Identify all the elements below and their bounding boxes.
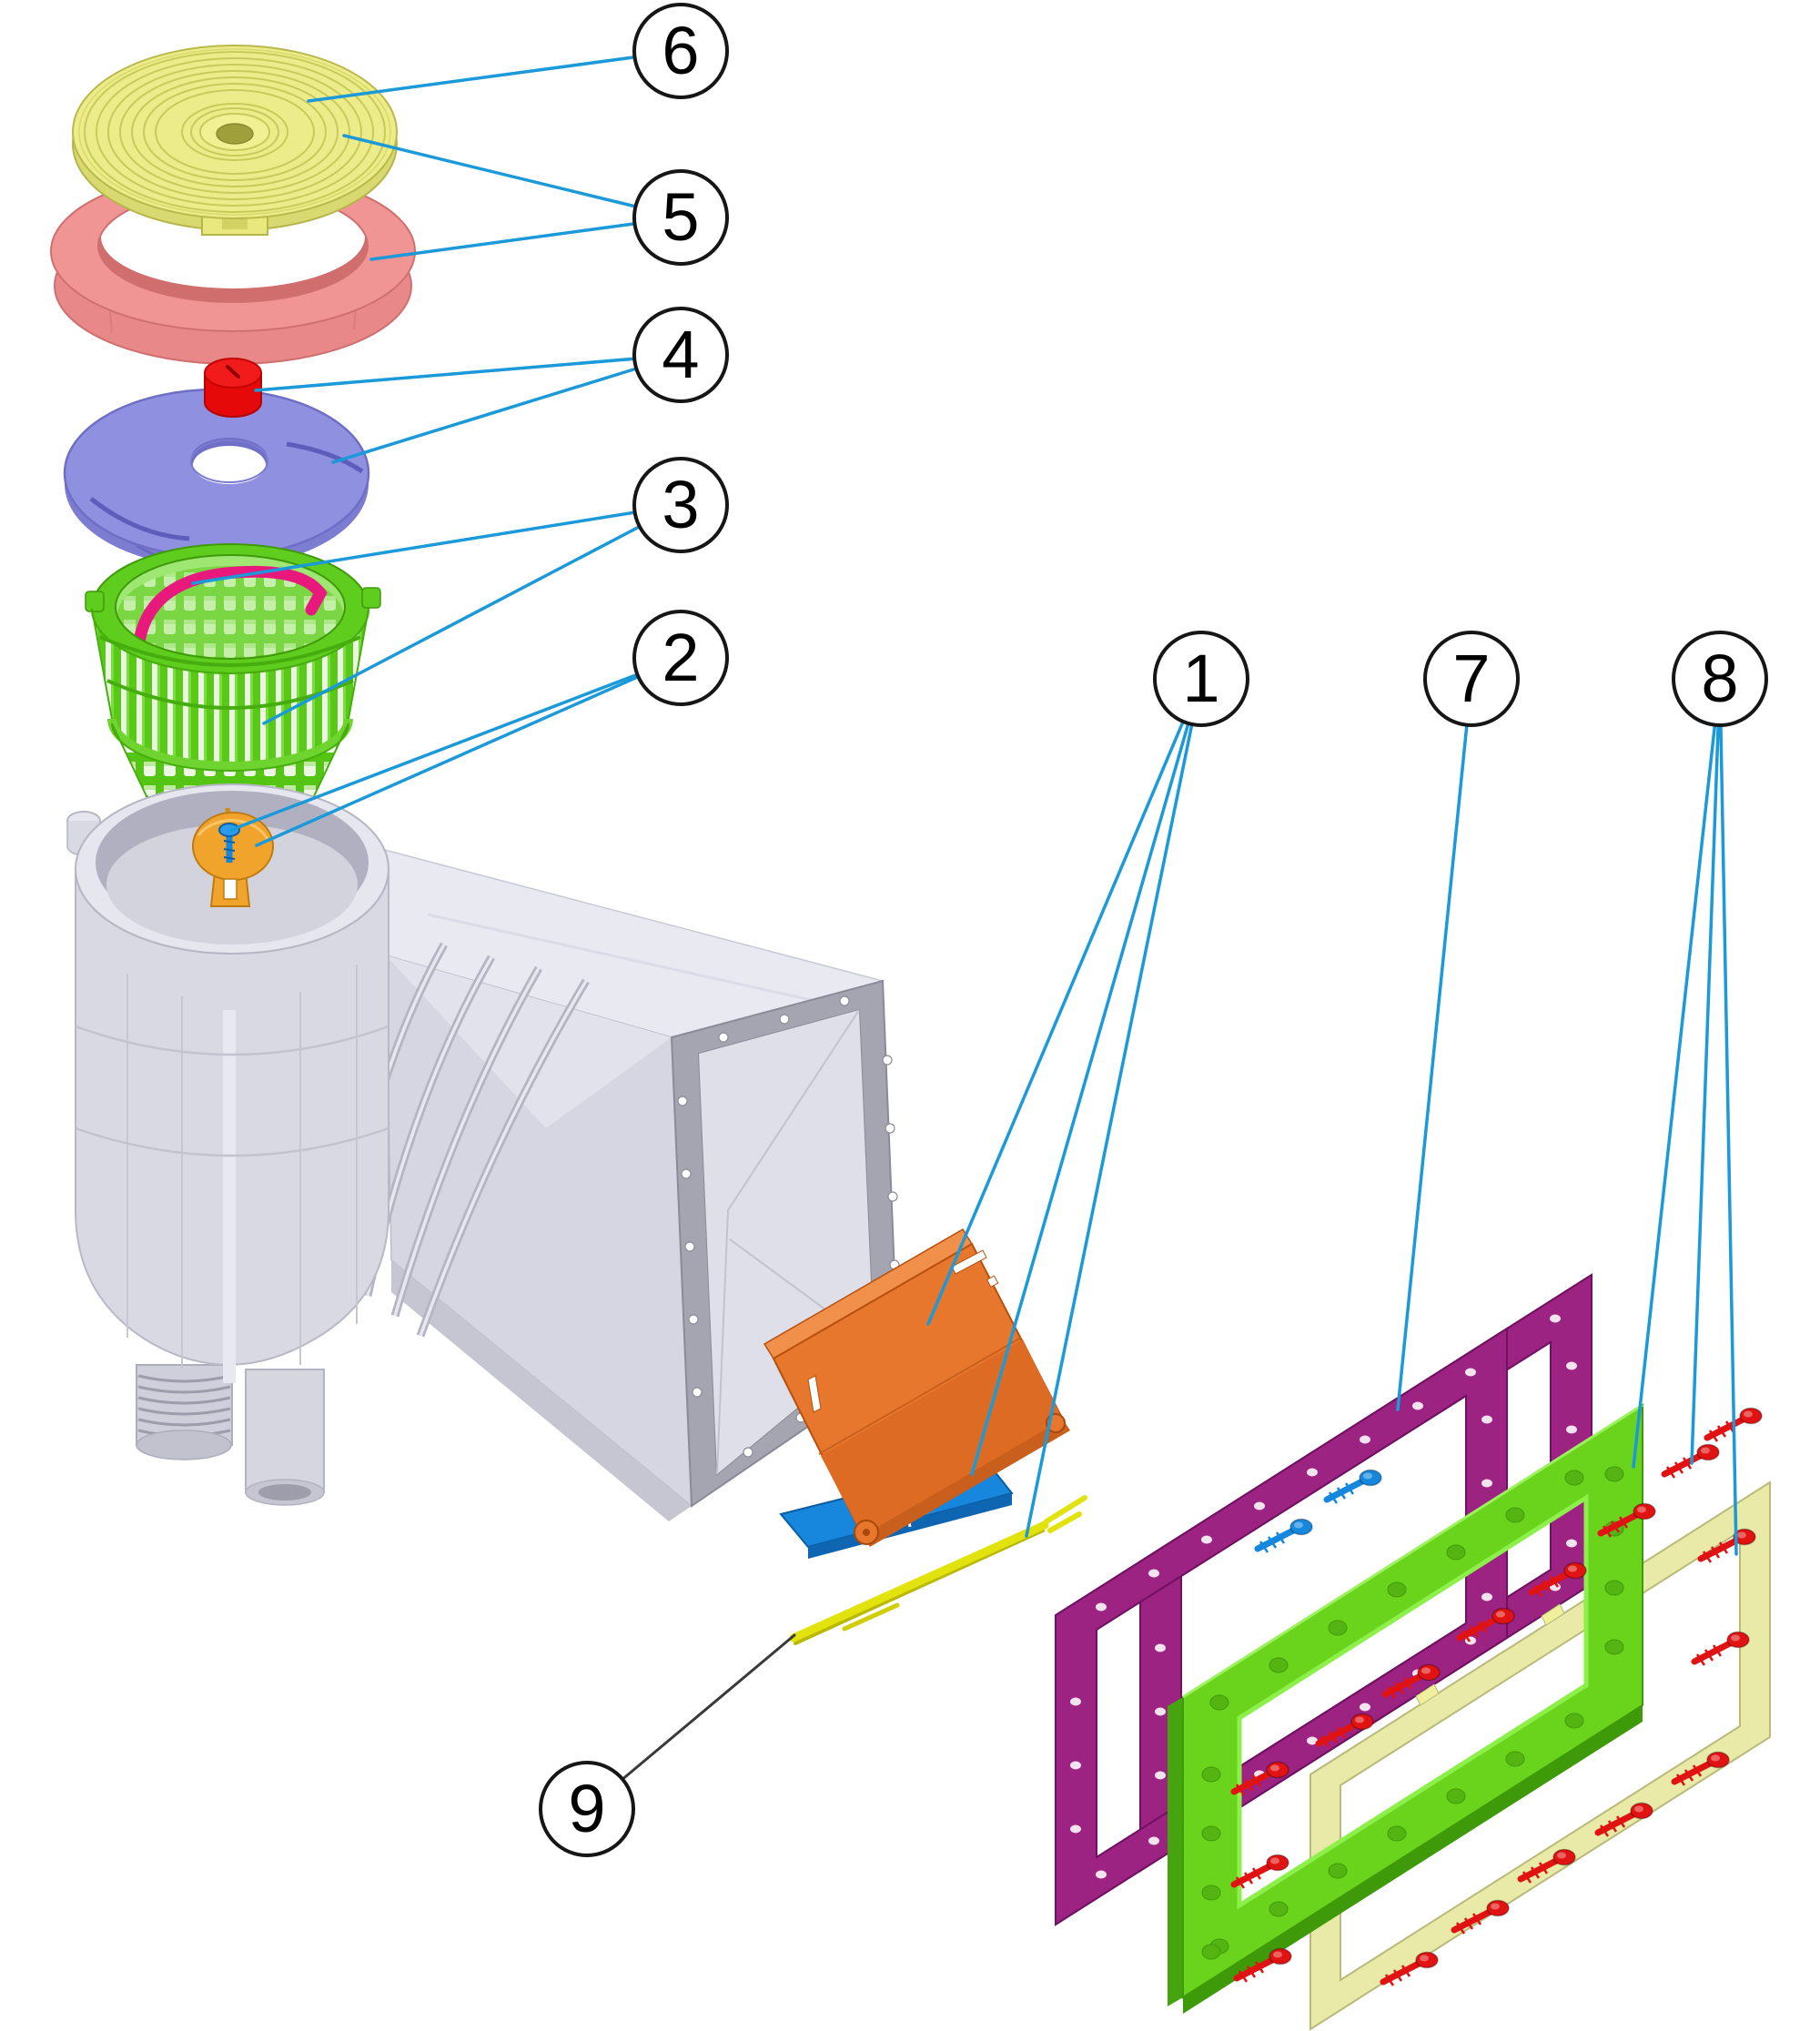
mounting-frame (1168, 1403, 1643, 2014)
leader-lines (191, 49, 1738, 1811)
weir-axle-rod (789, 1495, 1087, 1645)
callout-1: 1 (1153, 631, 1249, 727)
callout-9-label: 9 (568, 1771, 606, 1846)
callout-9: 9 (539, 1761, 635, 1857)
callout-8: 8 (1672, 631, 1768, 727)
callout-1-label: 1 (1182, 641, 1220, 716)
vacuum-plate-plug (204, 358, 262, 418)
vacuum-plate (63, 388, 370, 570)
plate-slot (89, 497, 190, 541)
callout-2: 2 (632, 610, 729, 706)
callout-2-label: 2 (662, 620, 700, 695)
callout-5-label: 5 (662, 179, 700, 255)
plate-slot (286, 441, 364, 474)
basket-handle (132, 565, 328, 654)
bottom-outlets (136, 1364, 325, 1506)
callout-4-label: 4 (662, 317, 700, 392)
callout-5: 5 (632, 169, 729, 266)
lid-center-hole (216, 123, 254, 145)
anchor-screw (218, 823, 240, 863)
plate-center-hole (190, 440, 268, 483)
callout-4: 4 (632, 307, 729, 403)
skimmer-lid (72, 45, 398, 236)
callout-7: 7 (1423, 631, 1520, 727)
callout-6: 6 (632, 3, 729, 99)
callout-7-label: 7 (1452, 641, 1491, 716)
callout-3-label: 3 (662, 467, 700, 542)
weir-assembly (763, 1228, 1087, 1645)
callout-6-label: 6 (662, 13, 700, 88)
basket-anchor (192, 807, 274, 907)
lid-rings (78, 48, 391, 216)
callout-8-label: 8 (1701, 641, 1739, 716)
callout-3: 3 (632, 457, 729, 553)
